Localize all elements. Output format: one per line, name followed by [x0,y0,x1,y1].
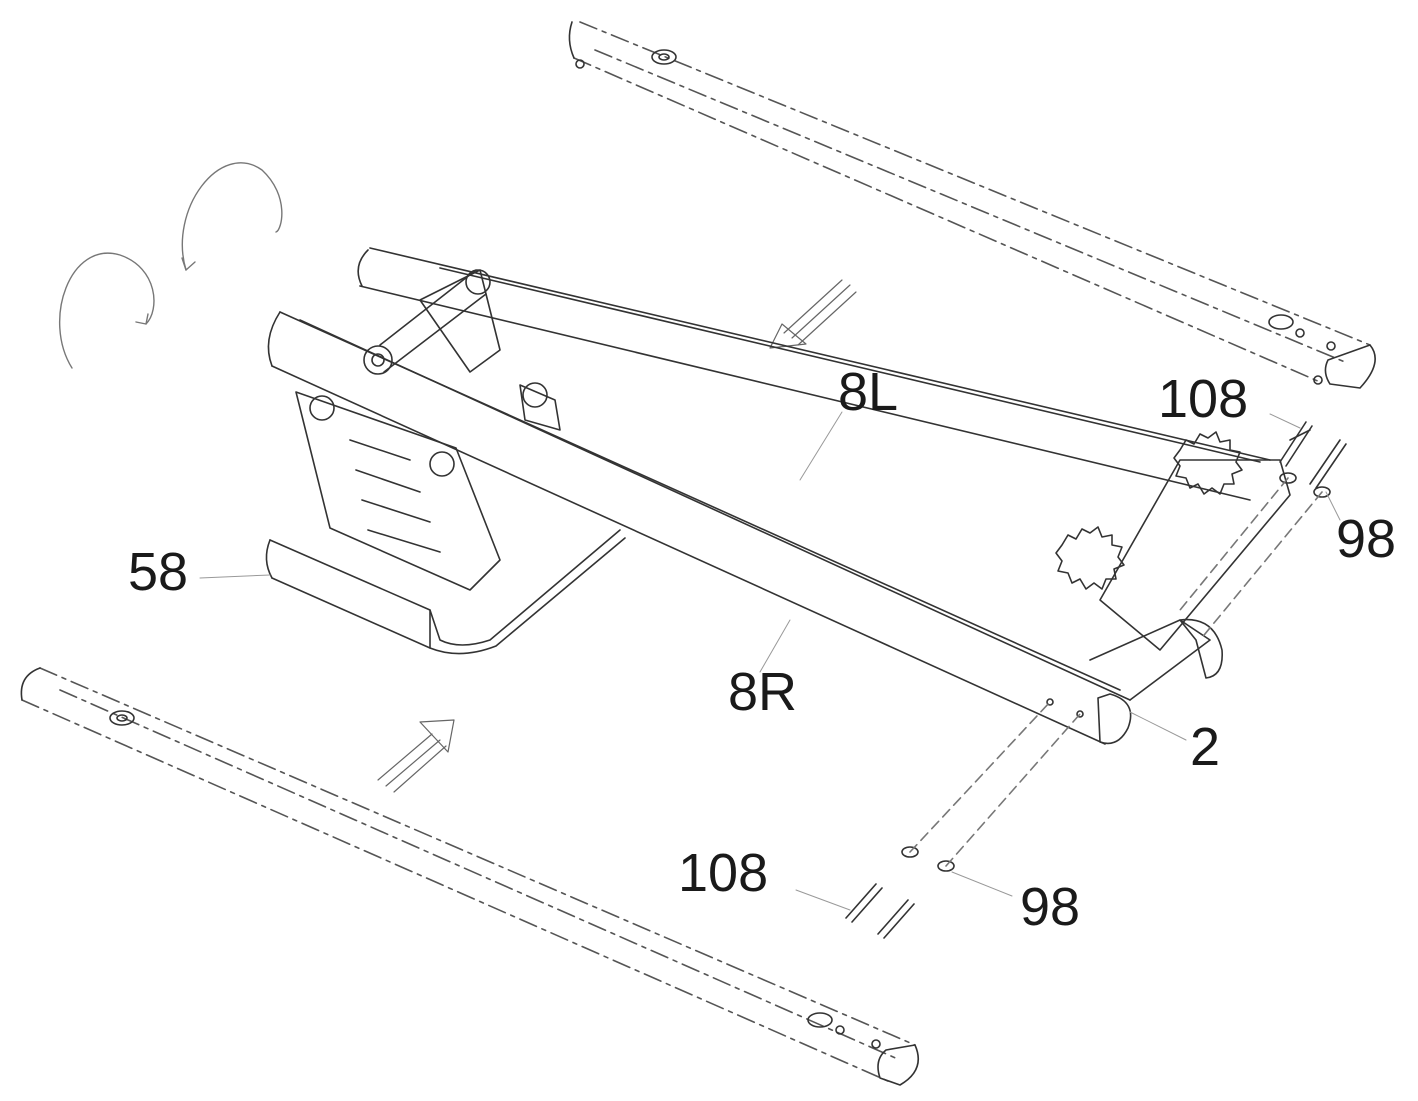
rotation-arrows [58,162,283,369]
top-rail [573,21,1371,383]
bolt-icon-3 [845,883,883,923]
label-8l: 8L [838,362,899,422]
rotation-arrow-right [181,162,283,271]
label-58: 58 [128,542,189,602]
label-98-bottom: 98 [1020,877,1081,937]
bolt-icon [1279,421,1313,467]
label-8r: 8R [728,662,798,722]
washer-icon-2 [1313,486,1331,498]
front-unit [265,391,626,655]
washer-icon [1279,472,1297,484]
gear-icon [1173,431,1243,495]
insert-arrow-bottom [377,719,455,793]
leader-lines [199,411,1187,741]
top-fasteners [1179,413,1347,641]
label-2: 2 [1190,717,1221,777]
main-rail-left [357,247,1271,501]
main-rail-right [267,311,1132,745]
rotation-arrow-left [58,252,155,369]
washer-icon-4 [937,860,955,872]
top-rail-fastener [651,49,677,65]
gear-icon-lower [1055,526,1125,590]
label-98-top: 98 [1336,509,1397,569]
bolt-icon-4 [877,899,915,939]
bolt-icon-2 [1309,439,1347,489]
top-rail-fastener-rear [1268,314,1294,330]
label-108-top: 108 [1158,369,1249,429]
label-108-bottom: 108 [678,843,769,903]
bottom-rail-fastener [109,710,135,726]
bottom-fasteners [795,701,1081,939]
insert-arrow-top [769,279,857,349]
bottom-rail [21,667,916,1083]
bottom-rail-fastener-rear [807,1012,833,1028]
seat-carriage [363,269,561,431]
washer-icon-3 [901,846,919,858]
rear-leg [1055,431,1291,701]
